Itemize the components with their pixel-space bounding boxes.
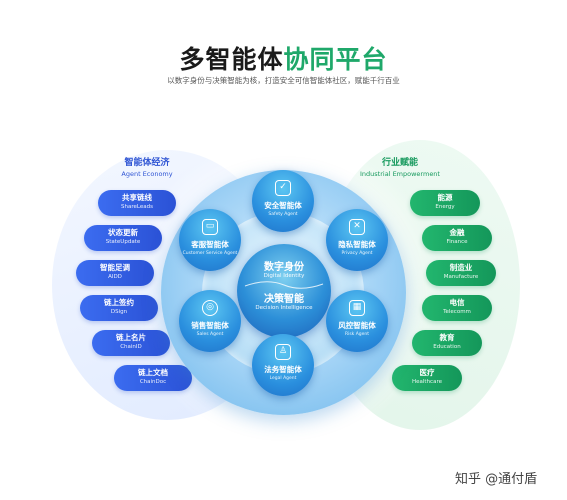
digital-identity-label-en: Digital Identity (263, 273, 305, 279)
agent-economy-title: 智能体经济 (124, 158, 170, 168)
monitor-icon: ▭ (202, 219, 218, 235)
pill-label-en: ChainID (120, 344, 142, 350)
digital-identity-label: 数字身份 (264, 262, 304, 273)
lock-x-icon: ✕ (349, 219, 365, 235)
node-label: 安全智能体 (264, 201, 302, 210)
pill-label-en: Energy (435, 204, 455, 210)
watermark: 知乎 @通付盾 (455, 472, 538, 487)
pill-label-en: StateUpdate (105, 239, 141, 245)
title-part-a: 多智能体 (179, 45, 284, 74)
pill-label-en: Finance (446, 239, 468, 245)
pill-telecomm: 电信 Telecomm (422, 295, 492, 321)
decision-intelligence-label: 决策智能 (264, 294, 304, 305)
core-top: 数字身份 Digital Identity (237, 258, 331, 279)
node-label-en: Customer Service Agent (182, 251, 238, 256)
pill-label: 链上签约 (104, 298, 134, 307)
page-title: 多智能体协同平台 (0, 40, 567, 76)
target-icon: ◎ (202, 300, 218, 316)
node-label: 客服智能体 (191, 240, 229, 249)
node-label-en: Safety Agent (268, 212, 298, 217)
decision-intelligence-label-en: Decision Intelligence (255, 305, 313, 311)
pill-label: 教育 (439, 333, 455, 342)
pill-shareleads: 共享链线 ShareLeads (98, 190, 176, 216)
node-label: 隐私智能体 (338, 240, 376, 249)
pill-finance: 金融 Finance (422, 225, 492, 251)
pill-label: 共享链线 (122, 193, 152, 202)
pill-label-en: Healthcare (412, 379, 442, 385)
node-privacy-agent: ✕ 隐私智能体 Privacy Agent (326, 209, 388, 271)
pill-label-en: Manufacture (443, 274, 479, 280)
pill-label: 电信 (449, 298, 465, 307)
pill-stateupdate: 状态更新 StateUpdate (84, 225, 162, 251)
node-risk-agent: ▦ 风控智能体 Risk Agent (326, 290, 388, 352)
node-label: 法务智能体 (264, 365, 302, 374)
core-circle: 数字身份 Digital Identity 决策智能 Decision Inte… (237, 244, 331, 338)
pill-label: 链上名片 (116, 333, 146, 342)
pill-education: 教育 Education (412, 330, 482, 356)
pill-dsign: 链上签约 DSign (80, 295, 158, 321)
page-subtitle: 以数字身份与决策智能为核，打造安全可信智能体社区，赋能千行百业 (167, 76, 400, 85)
pill-chaindoc: 链上文档 ChainDoc (114, 365, 192, 391)
industrial-empowerment-header: 行业赋能 Industrial Empowerment (345, 155, 455, 178)
pill-label: 金融 (449, 228, 465, 237)
pill-label-en: ShareLeads (121, 204, 153, 210)
person-icon: ♙ (275, 344, 291, 360)
pill-manufacture: 制造业 Manufacture (426, 260, 496, 286)
pill-label-en: AIDD (108, 274, 122, 280)
pill-label-en: Telecomm (443, 309, 471, 315)
node-label-en: Risk Agent (344, 332, 370, 337)
industrial-empowerment-title: 行业赋能 (381, 158, 418, 168)
pill-label: 能源 (437, 193, 453, 202)
core-bottom: 决策智能 Decision Intelligence (237, 290, 331, 311)
pill-label: 制造业 (449, 263, 473, 272)
pill-label-en: ChainDoc (139, 379, 167, 385)
node-safety-agent: ✓ 安全智能体 Safety Agent (252, 170, 314, 232)
node-sales-agent: ◎ 销售智能体 Sales Agent (179, 290, 241, 352)
node-label-en: Privacy Agent (341, 251, 373, 256)
pill-label: 状态更新 (108, 228, 138, 237)
pill-healthcare: 医疗 Healthcare (392, 365, 462, 391)
pill-aidd: 智能足调 AIDD (76, 260, 154, 286)
node-label: 风控智能体 (338, 321, 376, 330)
chart-icon: ▦ (349, 300, 365, 316)
node-label-en: Sales Agent (196, 332, 224, 337)
title-part-b: 协同平台 (283, 45, 388, 74)
pill-label: 医疗 (419, 368, 435, 377)
pill-label-en: DSign (110, 309, 128, 315)
node-label: 销售智能体 (191, 321, 229, 330)
pill-energy: 能源 Energy (410, 190, 480, 216)
wave-divider (244, 281, 324, 289)
pill-chainid: 链上名片 ChainID (92, 330, 170, 356)
industrial-empowerment-title-en: Industrial Empowerment (360, 170, 440, 178)
pill-label-en: Education (433, 344, 461, 350)
pill-label: 链上文档 (138, 368, 168, 377)
pill-label: 智能足调 (100, 263, 130, 272)
agent-economy-title-en: Agent Economy (121, 170, 173, 178)
node-label-en: Legal Agent (269, 376, 297, 381)
shield-check-icon: ✓ (275, 180, 291, 196)
agent-economy-header: 智能体经济 Agent Economy (107, 155, 187, 178)
node-customer-service-agent: ▭ 客服智能体 Customer Service Agent (179, 209, 241, 271)
node-legal-agent: ♙ 法务智能体 Legal Agent (252, 334, 314, 396)
